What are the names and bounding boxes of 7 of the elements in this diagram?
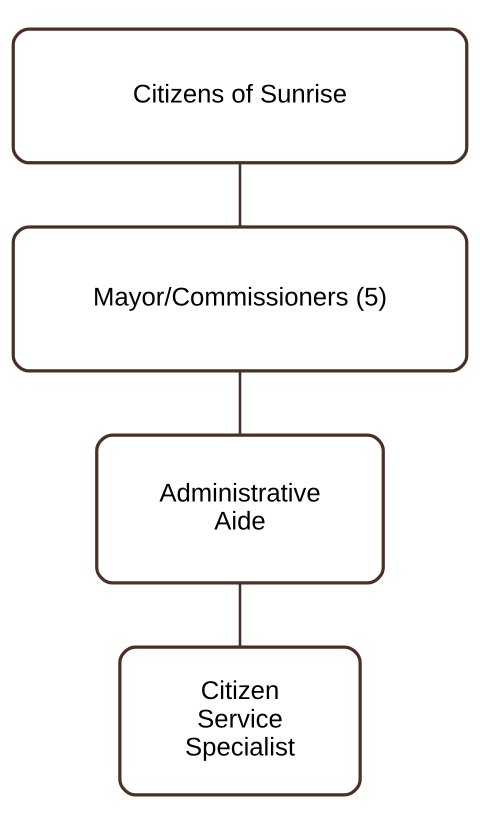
node-box: Administrative Aide bbox=[95, 433, 385, 584]
node-box: Citizen Service Specialist bbox=[118, 645, 362, 796]
connector bbox=[238, 582, 242, 646]
connector bbox=[238, 370, 242, 435]
node-box: Mayor/Commissioners (5) bbox=[12, 224, 468, 372]
node-box: Citizens of Sunrise bbox=[12, 27, 468, 164]
connector bbox=[238, 162, 242, 226]
